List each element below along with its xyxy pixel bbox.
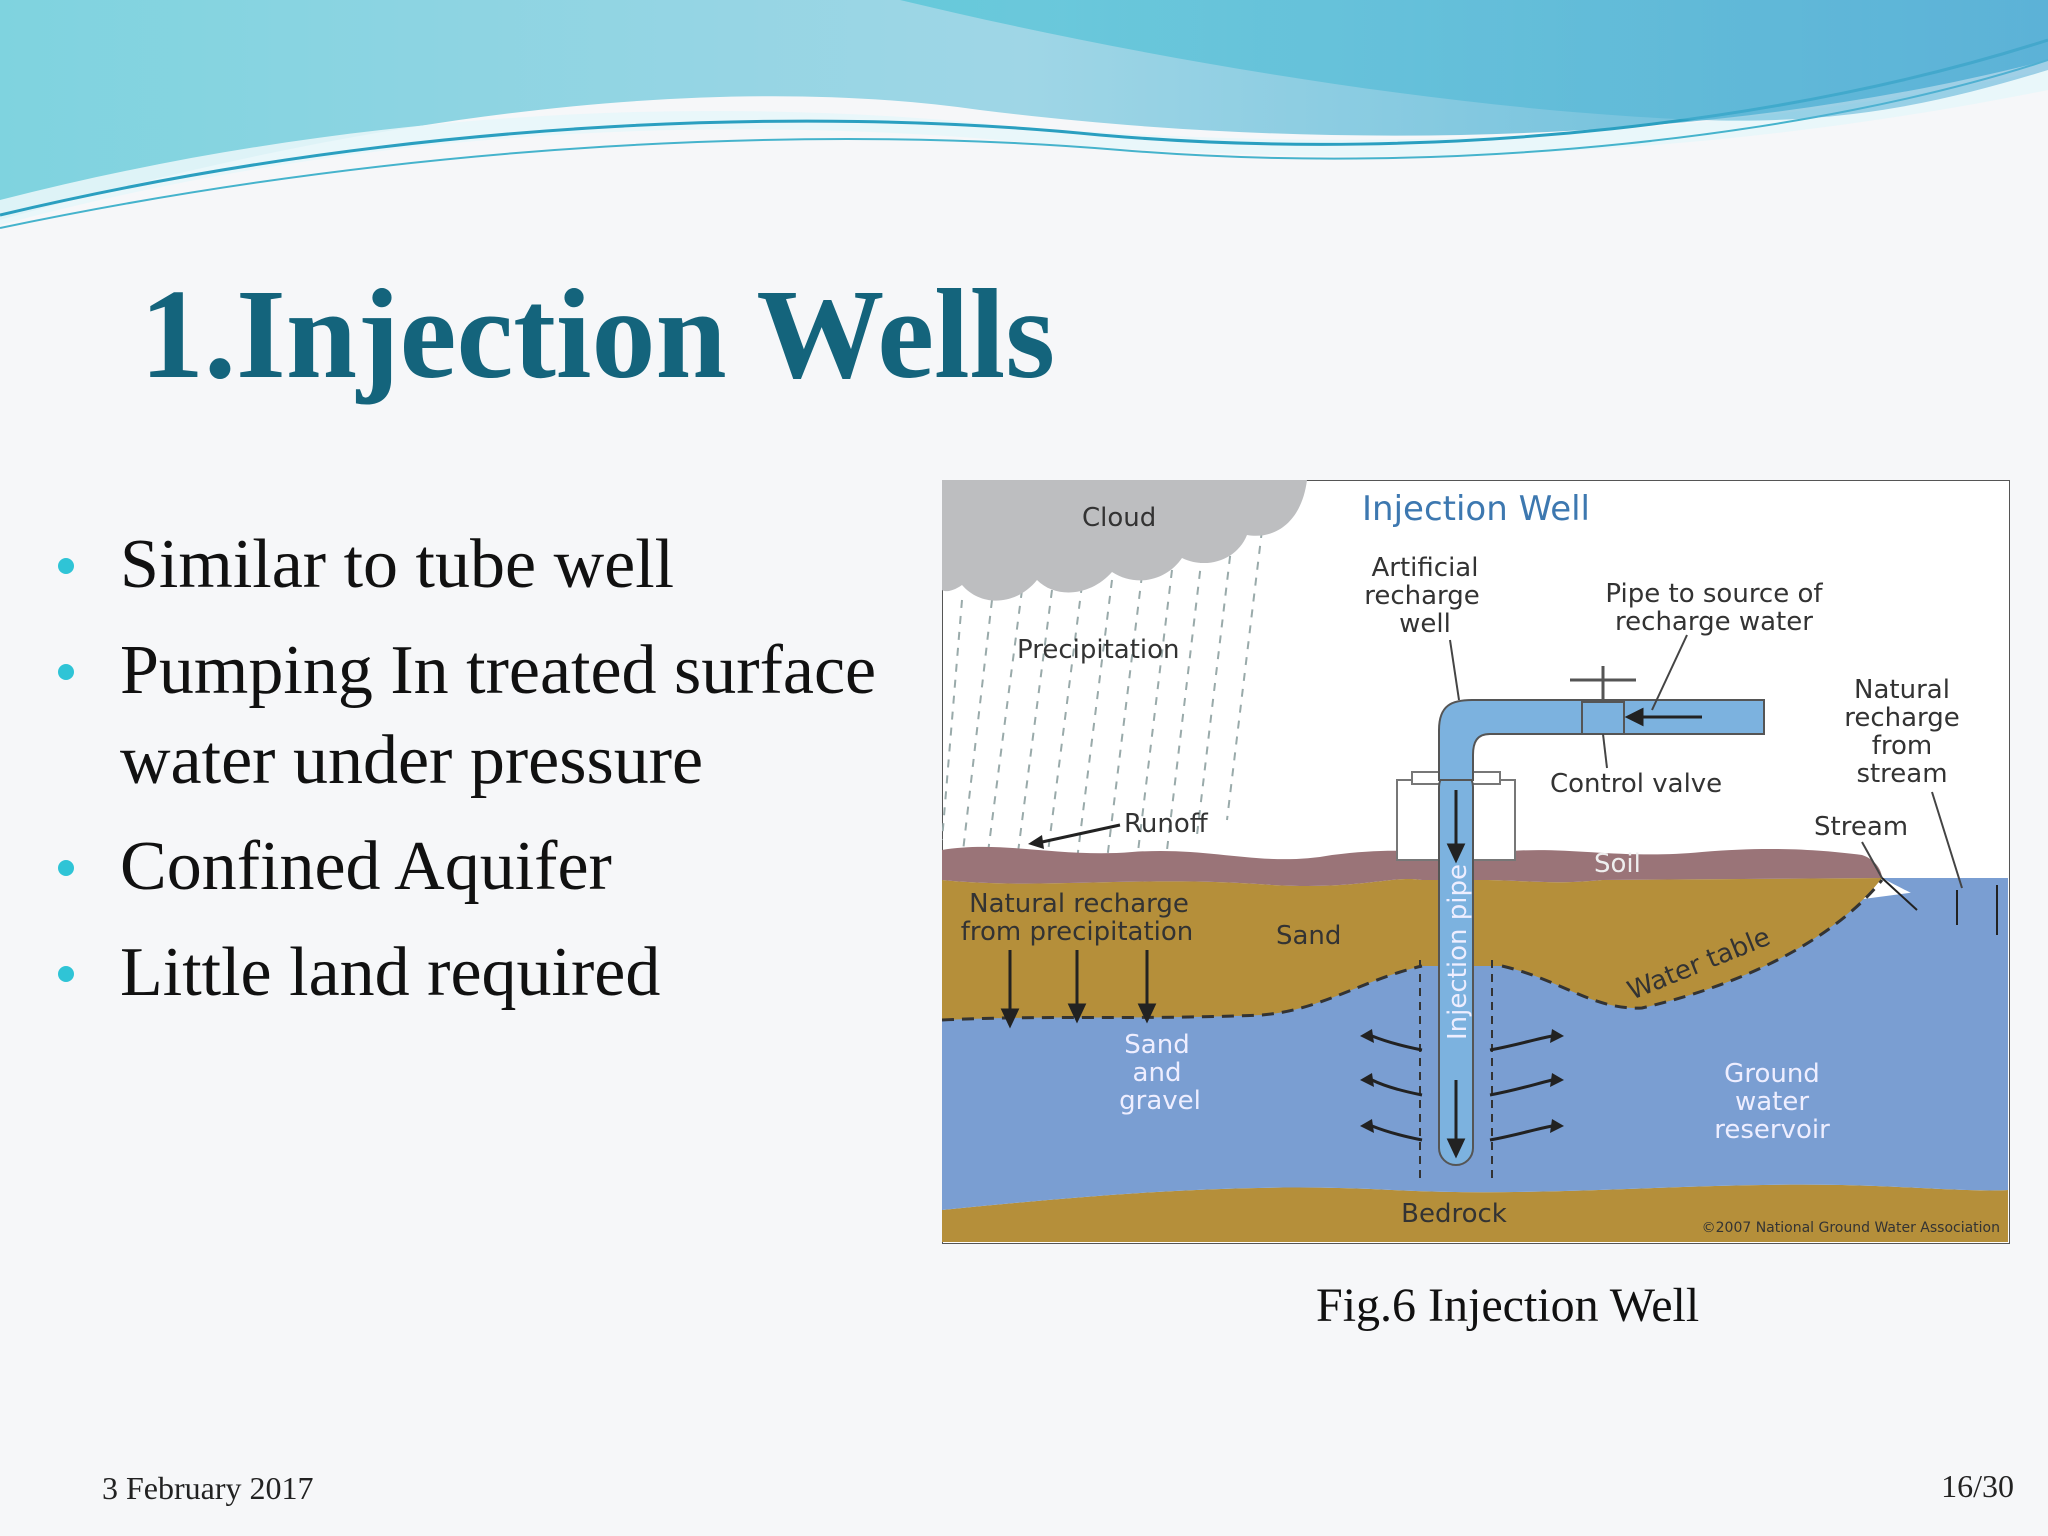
svg-text:and: and	[1133, 1058, 1182, 1088]
figure-caption: Fig.6 Injection Well	[1316, 1279, 1700, 1332]
injection-well-diagram: Injection Well Cloud Precipitation Artif…	[942, 480, 2010, 1244]
natural-stream-recharge-label: Natural	[1854, 675, 1950, 705]
sand-label: Sand	[1276, 921, 1341, 951]
diagram-title: Injection Well	[1362, 489, 1590, 529]
bullet-dot-icon	[58, 558, 74, 574]
groundwater-reservoir-label: Ground	[1724, 1059, 1820, 1089]
artificial-recharge-label: Artificial	[1372, 553, 1479, 583]
injection-pipe-label: Injection pipe	[1443, 864, 1473, 1040]
rain-lines	[942, 529, 1263, 861]
soil-label: Soil	[1594, 849, 1641, 879]
svg-text:well: well	[1399, 609, 1451, 639]
soil-layer	[942, 846, 1882, 887]
precipitation-label: Precipitation	[1017, 635, 1180, 665]
bullet-dot-icon	[58, 664, 74, 680]
bullet-item: Little land required	[50, 928, 950, 1018]
svg-text:stream: stream	[1856, 759, 1947, 789]
bedrock-layer	[942, 1184, 2008, 1242]
header-wave-banner	[0, 0, 2048, 229]
control-valve-icon	[1581, 701, 1625, 735]
cloud-label: Cloud	[1082, 503, 1156, 533]
bullet-list: Similar to tube well Pumping In treated …	[50, 520, 950, 1034]
svg-text:recharge: recharge	[1844, 703, 1960, 733]
cloud-shape	[942, 480, 1307, 601]
copyright-label: ©2007 National Ground Water Association	[1702, 1220, 2000, 1236]
bullet-dot-icon	[58, 860, 74, 876]
stream-label: Stream	[1814, 812, 1908, 842]
natural-precip-recharge-label: Natural recharge	[969, 889, 1189, 919]
slide-title: 1.Injection Wells	[140, 263, 1055, 405]
svg-text:gravel: gravel	[1119, 1086, 1201, 1116]
footer-date: 3 February 2017	[102, 1470, 314, 1506]
page-number: 16/30	[1941, 1468, 2014, 1504]
pipe-source-label: Pipe to source of	[1605, 579, 1823, 609]
svg-text:recharge: recharge	[1364, 581, 1480, 611]
stream-water	[1882, 878, 2008, 930]
svg-text:recharge water: recharge water	[1615, 607, 1813, 637]
sand-layer	[942, 878, 1882, 1020]
sand-gravel-label: Sand	[1124, 1030, 1189, 1060]
svg-text:from: from	[1872, 731, 1933, 761]
bullet-dot-icon	[58, 966, 74, 982]
runoff-label: Runoff	[1124, 809, 1209, 839]
svg-text:water: water	[1735, 1087, 1809, 1117]
bedrock-label: Bedrock	[1401, 1199, 1507, 1229]
bullet-item: Pumping In treated surface water under p…	[50, 626, 950, 806]
control-valve-label: Control valve	[1550, 769, 1722, 799]
bullet-item: Confined Aquifer	[50, 822, 950, 912]
recharge-pipe	[1438, 699, 1765, 781]
svg-text:reservoir: reservoir	[1714, 1115, 1830, 1145]
svg-text:from precipitation: from precipitation	[961, 917, 1194, 947]
bullet-item: Similar to tube well	[50, 520, 950, 610]
